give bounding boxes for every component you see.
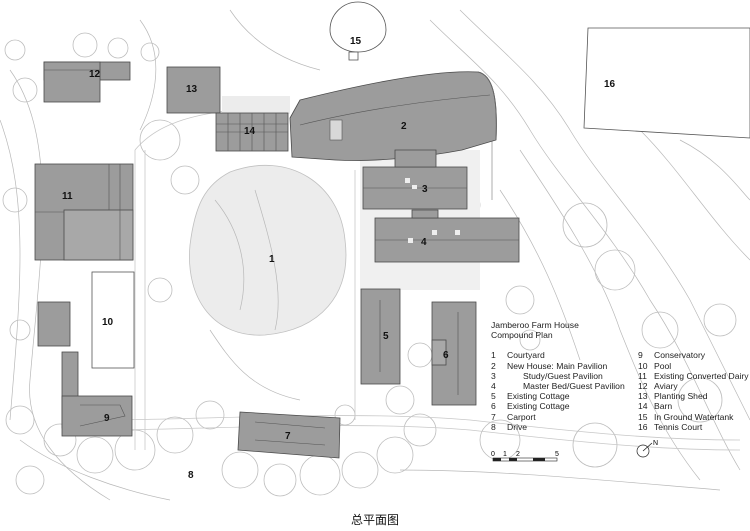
- label-8: 8: [188, 470, 194, 481]
- label-13: 13: [186, 84, 198, 95]
- scale-label-0: 0: [491, 451, 495, 458]
- planting-shed-13: [166, 66, 221, 114]
- label-7: 7: [285, 431, 291, 442]
- label-6: 6: [443, 350, 449, 361]
- label-14: 14: [244, 126, 256, 137]
- label-3: 3: [422, 184, 428, 195]
- label-5: 5: [383, 331, 389, 342]
- label-11: 11: [62, 191, 73, 202]
- tennis-court-16: [583, 27, 750, 139]
- scale-label-1: 1: [503, 451, 507, 458]
- outbuilding: [37, 301, 71, 347]
- pool-10: [91, 271, 135, 369]
- contour-lines: [0, 9, 750, 501]
- label-1: 1: [269, 254, 275, 265]
- building-labels: 1 2 3 4 5 6 7 8 9 10 11 12 13 14 15 16: [62, 36, 616, 481]
- scale-label-5: 5: [555, 451, 559, 458]
- north-arrow-icon: N: [636, 440, 658, 458]
- label-2: 2: [401, 121, 407, 132]
- label-10: 10: [102, 317, 114, 328]
- label-12: 12: [89, 69, 101, 80]
- label-9: 9: [104, 413, 110, 424]
- legend-title-line2: Compound Plan: [491, 330, 553, 341]
- paths: [99, 109, 741, 451]
- cottage-6: [431, 301, 477, 406]
- conservatory-9: [61, 351, 133, 437]
- scale-bar: 0 1 2 5: [491, 451, 559, 462]
- label-4: 4: [421, 237, 427, 248]
- caption: 总平面图: [350, 513, 399, 527]
- scale-label-2: 2: [516, 451, 520, 458]
- watertank-15: [329, 1, 387, 61]
- label-15: 15: [350, 36, 362, 47]
- study-pavilion-3: [362, 149, 468, 210]
- aviary-12: [43, 61, 131, 103]
- north-label: N: [653, 440, 658, 447]
- main-pavilion-2: [289, 71, 497, 161]
- dairy-11: [34, 163, 134, 261]
- carport-7: [237, 411, 341, 459]
- cottage-5: [360, 288, 401, 385]
- master-pavilion-4: [374, 209, 520, 263]
- label-16: 16: [604, 79, 616, 90]
- legend-title-line1: Jamberoo Farm House: [491, 320, 579, 330]
- courtyard-1: [189, 164, 347, 336]
- barn-14: [215, 112, 289, 152]
